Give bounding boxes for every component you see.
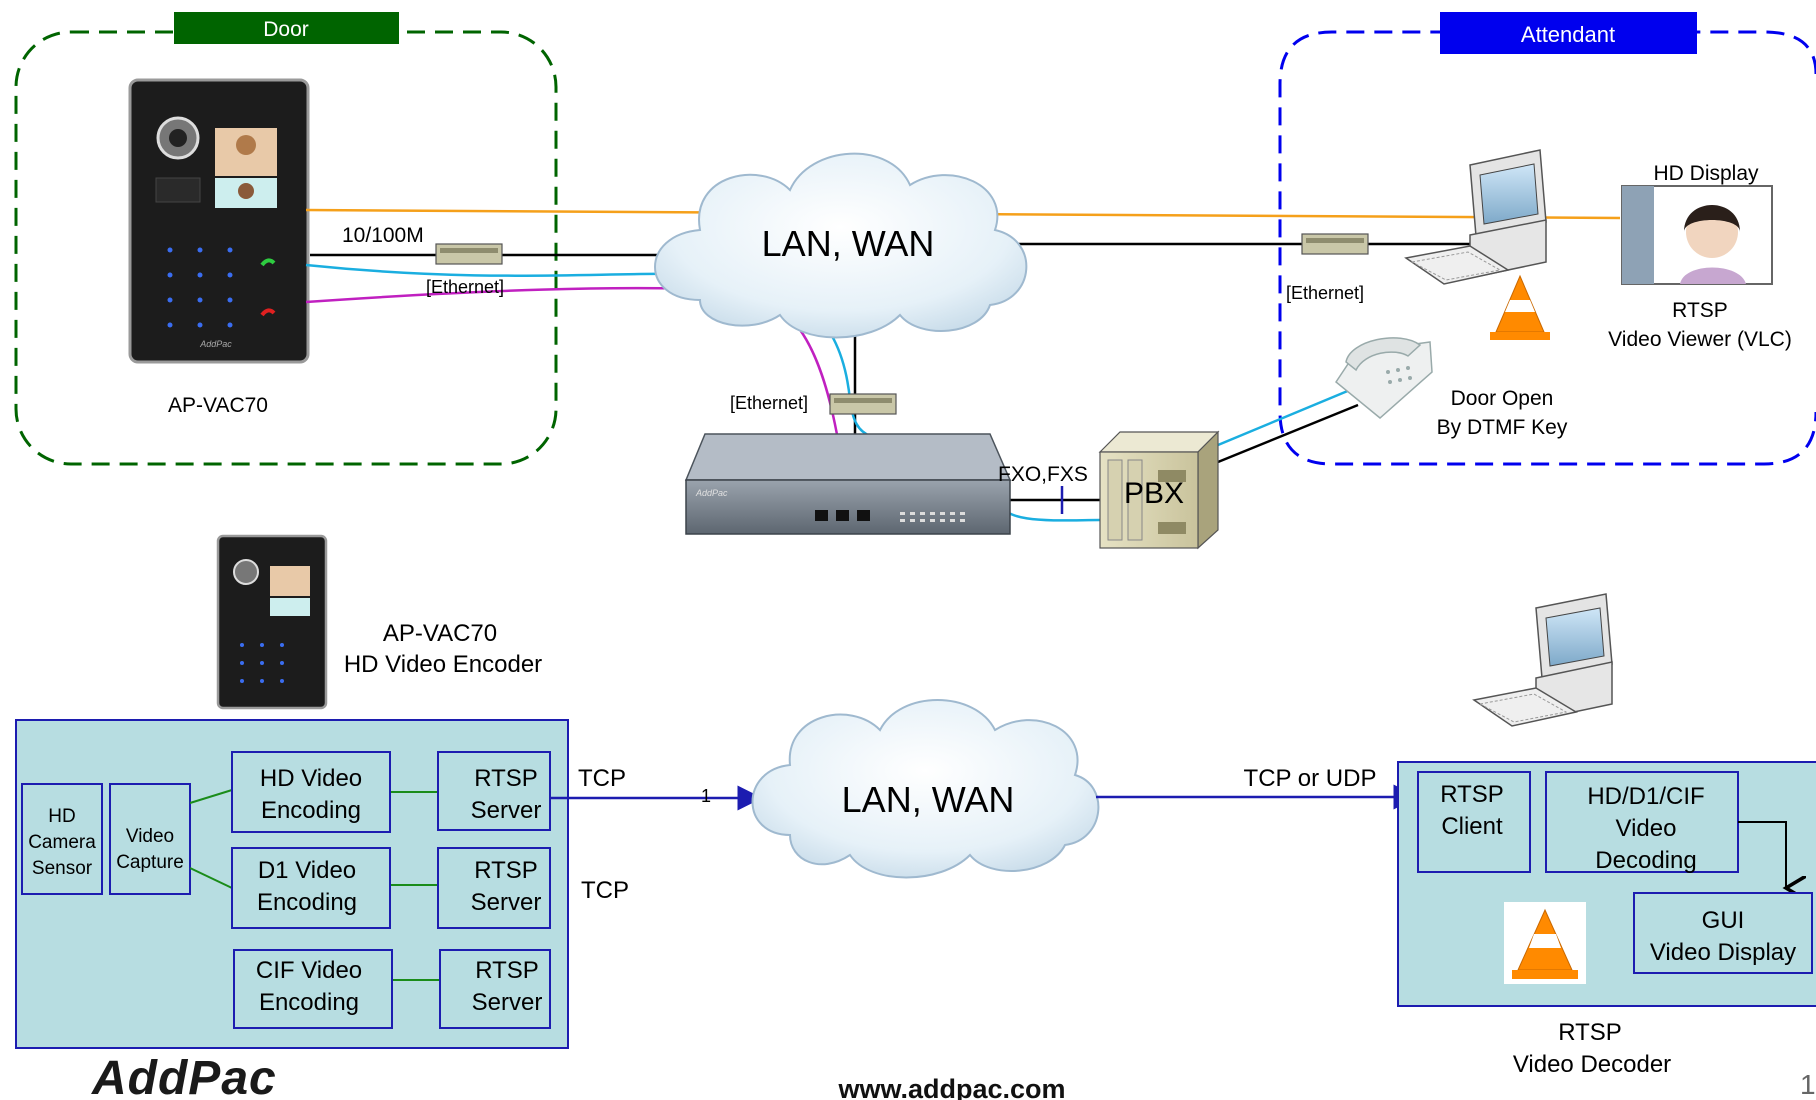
video-viewer-label-1: RTSP <box>1672 299 1728 322</box>
call-green-icon <box>260 258 276 267</box>
tcp-or-udp-label: TCP or UDP <box>1244 765 1377 792</box>
video-decoding-text-1: HD/D1/CIF <box>1587 783 1704 810</box>
page-number: 1 <box>1800 1069 1816 1100</box>
encoder-device-photo <box>216 534 328 710</box>
attendant-title: Attendant <box>1521 22 1615 47</box>
video-capture-text-1: Video <box>126 826 174 847</box>
attendant-title-banner <box>1440 12 1697 54</box>
video-viewer-label-2: Video Viewer (VLC) <box>1608 328 1792 351</box>
capture-d1-link <box>189 867 233 889</box>
rtsp-server-d1-text-2: Server <box>471 889 542 916</box>
pbx-phone-line <box>1217 403 1359 464</box>
door-open-label-2: By DTMF Key <box>1437 416 1568 439</box>
lan-wan-cloud-top <box>654 152 1028 339</box>
attendant-zone-border <box>1278 30 1816 466</box>
decode-to-gui-arrow <box>1738 821 1786 888</box>
ethernet-label-gateway: [Ethernet] <box>730 393 808 413</box>
encoder-title-1: AP-VAC70 <box>383 620 497 647</box>
pbx-label: PBX <box>1124 477 1184 510</box>
video-capture-box <box>109 783 191 895</box>
capture-hd-link <box>189 789 233 804</box>
door-open-label-1: Door Open <box>1451 387 1554 410</box>
hd-display-monitor <box>1621 185 1773 285</box>
cif-encoding-box <box>233 949 393 1029</box>
hd-display-label: HD Display <box>1653 162 1759 185</box>
cloud-top-label: LAN, WAN <box>762 223 935 264</box>
ethernet-label-door: [Ethernet] <box>426 277 504 297</box>
gui-display-box <box>1633 892 1813 974</box>
rtsp-server-box-cif <box>439 949 551 1029</box>
d1-encoding-text-1: D1 Video <box>258 857 356 884</box>
pbx-phone-cyan-line <box>1217 388 1351 447</box>
rtsp-server-box-hd <box>437 751 551 831</box>
pbx-device <box>1098 430 1220 550</box>
decoder-caption-2: Video Decoder <box>1513 1051 1671 1078</box>
gui-display-text-1: GUI <box>1702 907 1745 934</box>
gateway-brand: AddPac <box>695 488 728 498</box>
fxo-fxs-label: FXO,FXS <box>998 463 1088 486</box>
cif-encoding-text-1: CIF Video <box>256 957 362 984</box>
rtsp-server-cif-text-2: Server <box>472 989 543 1016</box>
telephone-icon <box>1334 337 1433 419</box>
d1-encoding-text-2: Encoding <box>257 889 357 916</box>
door-zone-border <box>14 30 558 466</box>
video-decoding-text-2: Video <box>1616 815 1677 842</box>
ethernet-switch-icon-center <box>829 393 897 415</box>
attendant-computer-icon <box>1404 149 1547 285</box>
rtsp-server-d1-text-1: RTSP <box>474 857 538 884</box>
rtsp-server-hd-text-2: Server <box>471 797 542 824</box>
ethernet-switch-icon-left <box>435 243 503 265</box>
call-red-icon <box>260 308 276 317</box>
device-brand: AddPac <box>199 339 232 349</box>
hd-encoding-box <box>231 751 391 833</box>
decoder-caption-1: RTSP <box>1558 1019 1622 1046</box>
decoder-computer-icon <box>1472 593 1613 727</box>
video-decoding-text-3: Decoding <box>1595 847 1696 874</box>
footer-logo: AddPac <box>91 1052 277 1100</box>
camera-sensor-box <box>21 783 103 895</box>
door-title: Door <box>263 18 309 41</box>
vlc-cone-icon-top <box>1490 274 1550 340</box>
link-speed-label: 10/100M <box>342 224 424 247</box>
cloud-bottom-label: LAN, WAN <box>842 779 1015 820</box>
stream-count-label: 1 <box>701 786 711 806</box>
door-title-banner <box>174 12 399 44</box>
door-device-label: AP-VAC70 <box>168 394 268 417</box>
rtsp-client-text-1: RTSP <box>1440 781 1504 808</box>
hd-encoding-text-1: HD Video <box>260 765 362 792</box>
video-capture-text-2: Capture <box>116 852 184 873</box>
camera-sensor-text-1: HD <box>48 806 75 827</box>
camera-sensor-text-3: Sensor <box>32 858 93 879</box>
access-gateway-device: AddPac <box>684 433 1012 535</box>
gui-display-text-2: Video Display <box>1650 939 1796 966</box>
d1-encoding-box <box>231 847 391 929</box>
door-intercom-device: AddPac <box>128 78 310 364</box>
rtsp-client-box <box>1417 771 1531 873</box>
encoder-title-2: HD Video Encoder <box>344 651 542 678</box>
ethernet-label-attendant: [Ethernet] <box>1286 283 1364 303</box>
footer-url[interactable]: www.addpac.com <box>837 1074 1065 1100</box>
rtsp-server-cif-text-1: RTSP <box>475 957 539 984</box>
hd-encoding-text-2: Encoding <box>261 797 361 824</box>
tcp-label-2: TCP <box>581 877 629 904</box>
lan-wan-cloud-bottom <box>751 699 1100 879</box>
cif-encoding-text-2: Encoding <box>259 989 359 1016</box>
camera-sensor-text-2: Camera <box>28 832 96 853</box>
ethernet-switch-icon-right <box>1301 233 1369 255</box>
rtsp-server-hd-text-1: RTSP <box>474 765 538 792</box>
rtsp-server-box-d1 <box>437 847 551 929</box>
tcp-label-1: TCP <box>578 765 626 792</box>
rtsp-client-text-2: Client <box>1441 813 1503 840</box>
vlc-cone-icon-bottom <box>1504 902 1586 984</box>
